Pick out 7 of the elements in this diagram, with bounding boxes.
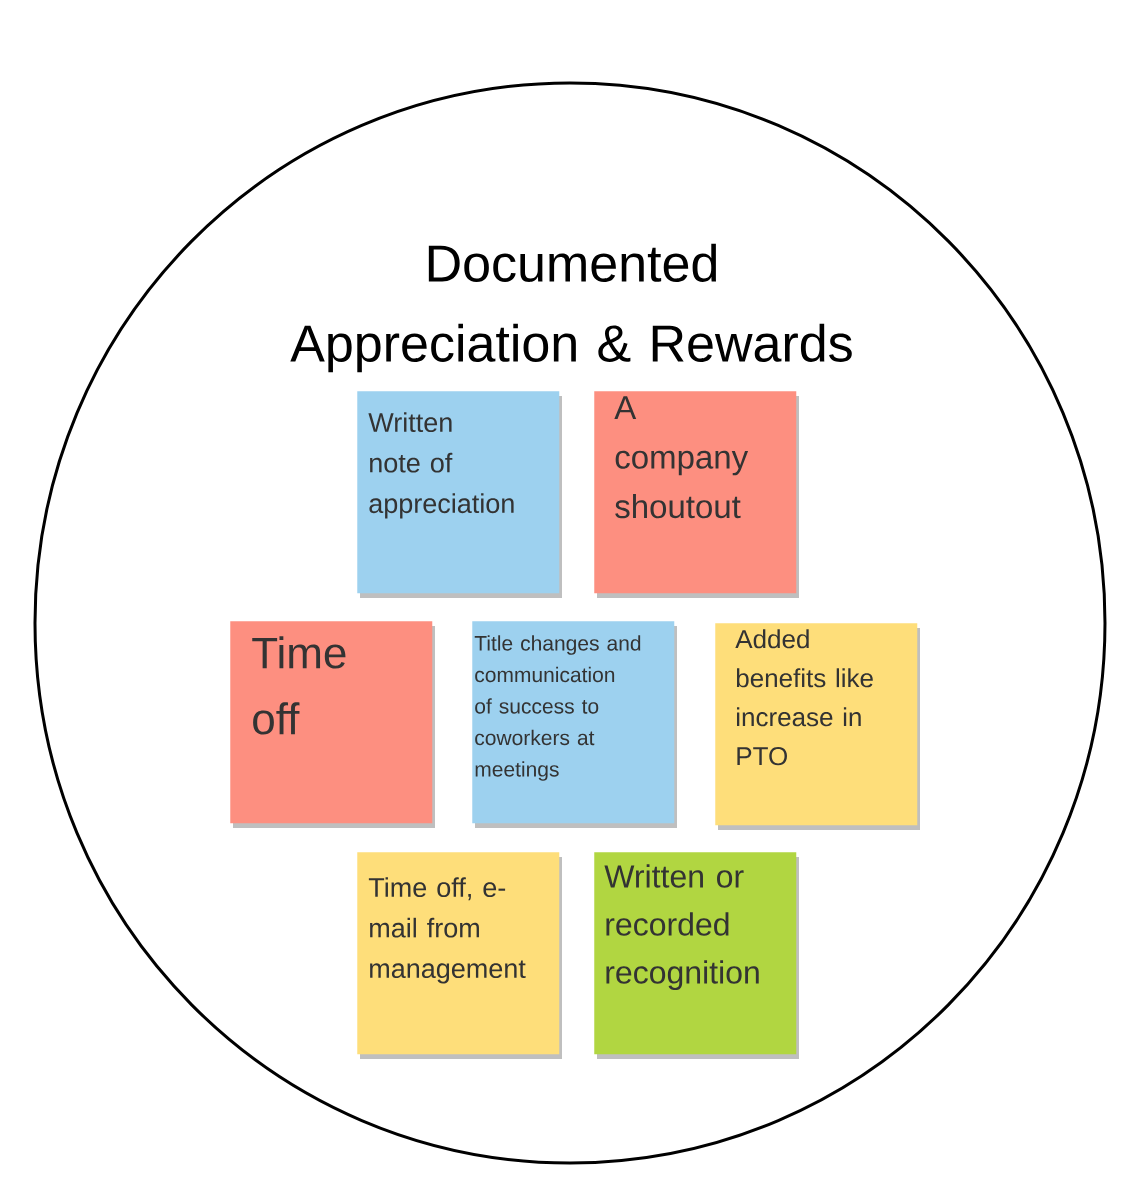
sticky-note: Title changes and communication of success to coworkers at meetings: [472, 621, 677, 828]
sticky-note: Added benefits like increase in PTO: [715, 623, 920, 830]
sticky-note: A company shoutout: [594, 391, 799, 598]
sticky-note: Time off: [230, 621, 435, 828]
sticky-note: Time off, e-mail from management: [357, 852, 562, 1059]
sticky-note: Written note of appreciation: [357, 391, 562, 598]
sticky-note: Written or recorded recognition: [594, 852, 799, 1059]
